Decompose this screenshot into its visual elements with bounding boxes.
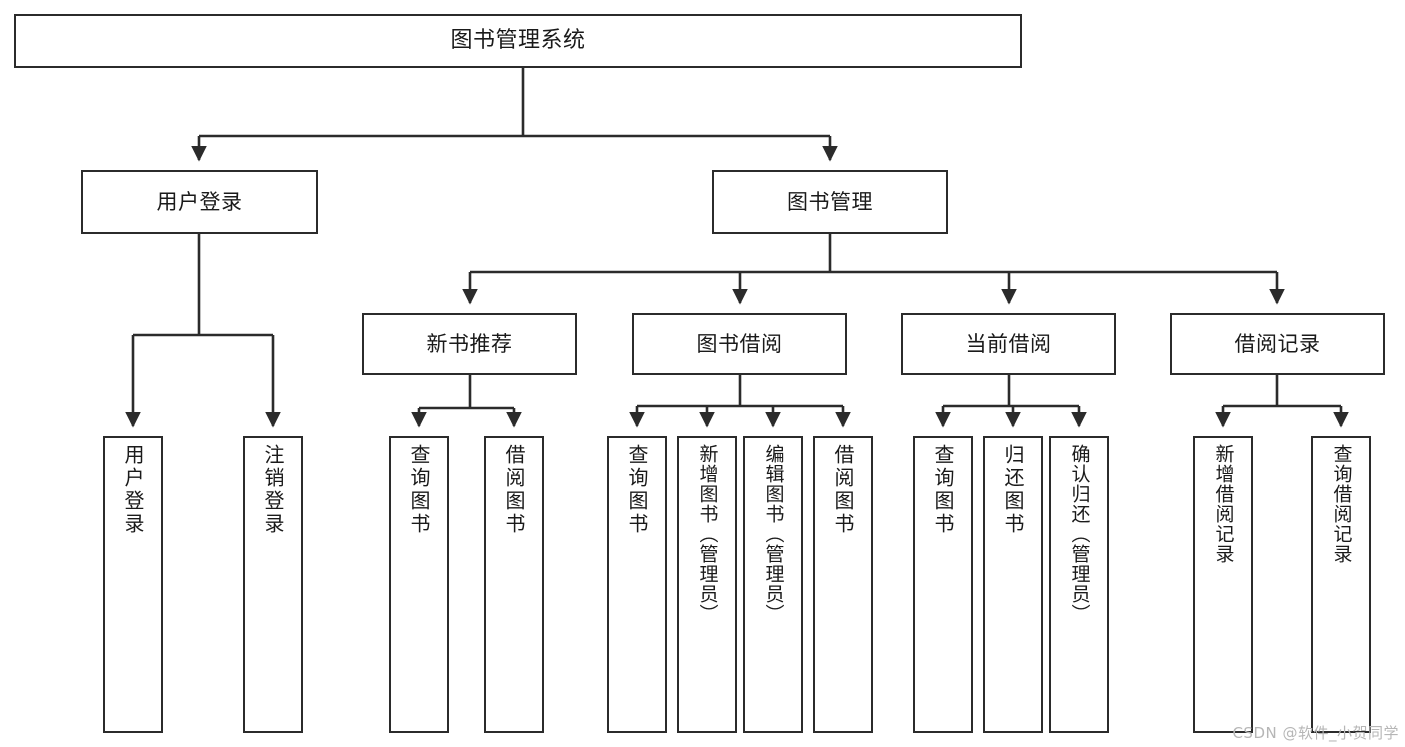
node-book-borrow[interactable]: 图书借阅 xyxy=(632,313,847,375)
leaf-add-borrow-record[interactable]: 新增借阅记录 xyxy=(1193,436,1253,733)
node-new-book-recommend[interactable]: 新书推荐 xyxy=(362,313,577,375)
leaf-query-book-borrow[interactable]: 查询图书 xyxy=(607,436,667,733)
node-root-system[interactable]: 图书管理系统 xyxy=(14,14,1022,68)
node-label: 图书管理 xyxy=(787,189,873,214)
node-label: 新增借阅记录 xyxy=(1212,444,1235,564)
leaf-return-book[interactable]: 归还图书 xyxy=(983,436,1043,733)
node-label: 图书管理系统 xyxy=(450,28,586,54)
leaf-edit-book-admin[interactable]: 编辑图书（管理员） xyxy=(743,436,803,733)
node-label: 确认归还（管理员） xyxy=(1068,444,1091,624)
node-label: 注销登录 xyxy=(261,444,285,536)
node-label: 查询图书 xyxy=(931,444,955,536)
leaf-query-borrow-record[interactable]: 查询借阅记录 xyxy=(1311,436,1371,733)
node-label: 借阅图书 xyxy=(831,444,855,536)
node-borrow-record[interactable]: 借阅记录 xyxy=(1170,313,1385,375)
node-label: 编辑图书（管理员） xyxy=(762,444,785,624)
leaf-query-book-current[interactable]: 查询图书 xyxy=(913,436,973,733)
node-label: 借阅图书 xyxy=(502,444,526,536)
node-label: 借阅记录 xyxy=(1234,331,1321,356)
node-label: 查询借阅记录 xyxy=(1330,444,1353,564)
leaf-borrow-book[interactable]: 借阅图书 xyxy=(813,436,873,733)
leaf-user-logout[interactable]: 注销登录 xyxy=(243,436,303,733)
leaf-confirm-return-admin[interactable]: 确认归还（管理员） xyxy=(1049,436,1109,733)
node-current-borrow[interactable]: 当前借阅 xyxy=(901,313,1116,375)
leaf-add-book-admin[interactable]: 新增图书（管理员） xyxy=(677,436,737,733)
node-book-manage[interactable]: 图书管理 xyxy=(712,170,948,234)
node-label: 新增图书（管理员） xyxy=(696,444,719,624)
node-label: 查询图书 xyxy=(625,444,649,536)
leaf-user-login[interactable]: 用户登录 xyxy=(103,436,163,733)
leaf-query-book-recommend[interactable]: 查询图书 xyxy=(389,436,449,733)
node-label: 查询图书 xyxy=(407,444,431,536)
node-label: 当前借阅 xyxy=(965,331,1052,356)
node-label: 归还图书 xyxy=(1001,444,1025,536)
leaf-borrow-book-recommend[interactable]: 借阅图书 xyxy=(484,436,544,733)
node-label: 用户登录 xyxy=(156,189,243,214)
node-label: 新书推荐 xyxy=(426,331,513,356)
node-label: 图书借阅 xyxy=(696,331,783,356)
node-user-login[interactable]: 用户登录 xyxy=(81,170,318,234)
node-label: 用户登录 xyxy=(121,444,145,536)
